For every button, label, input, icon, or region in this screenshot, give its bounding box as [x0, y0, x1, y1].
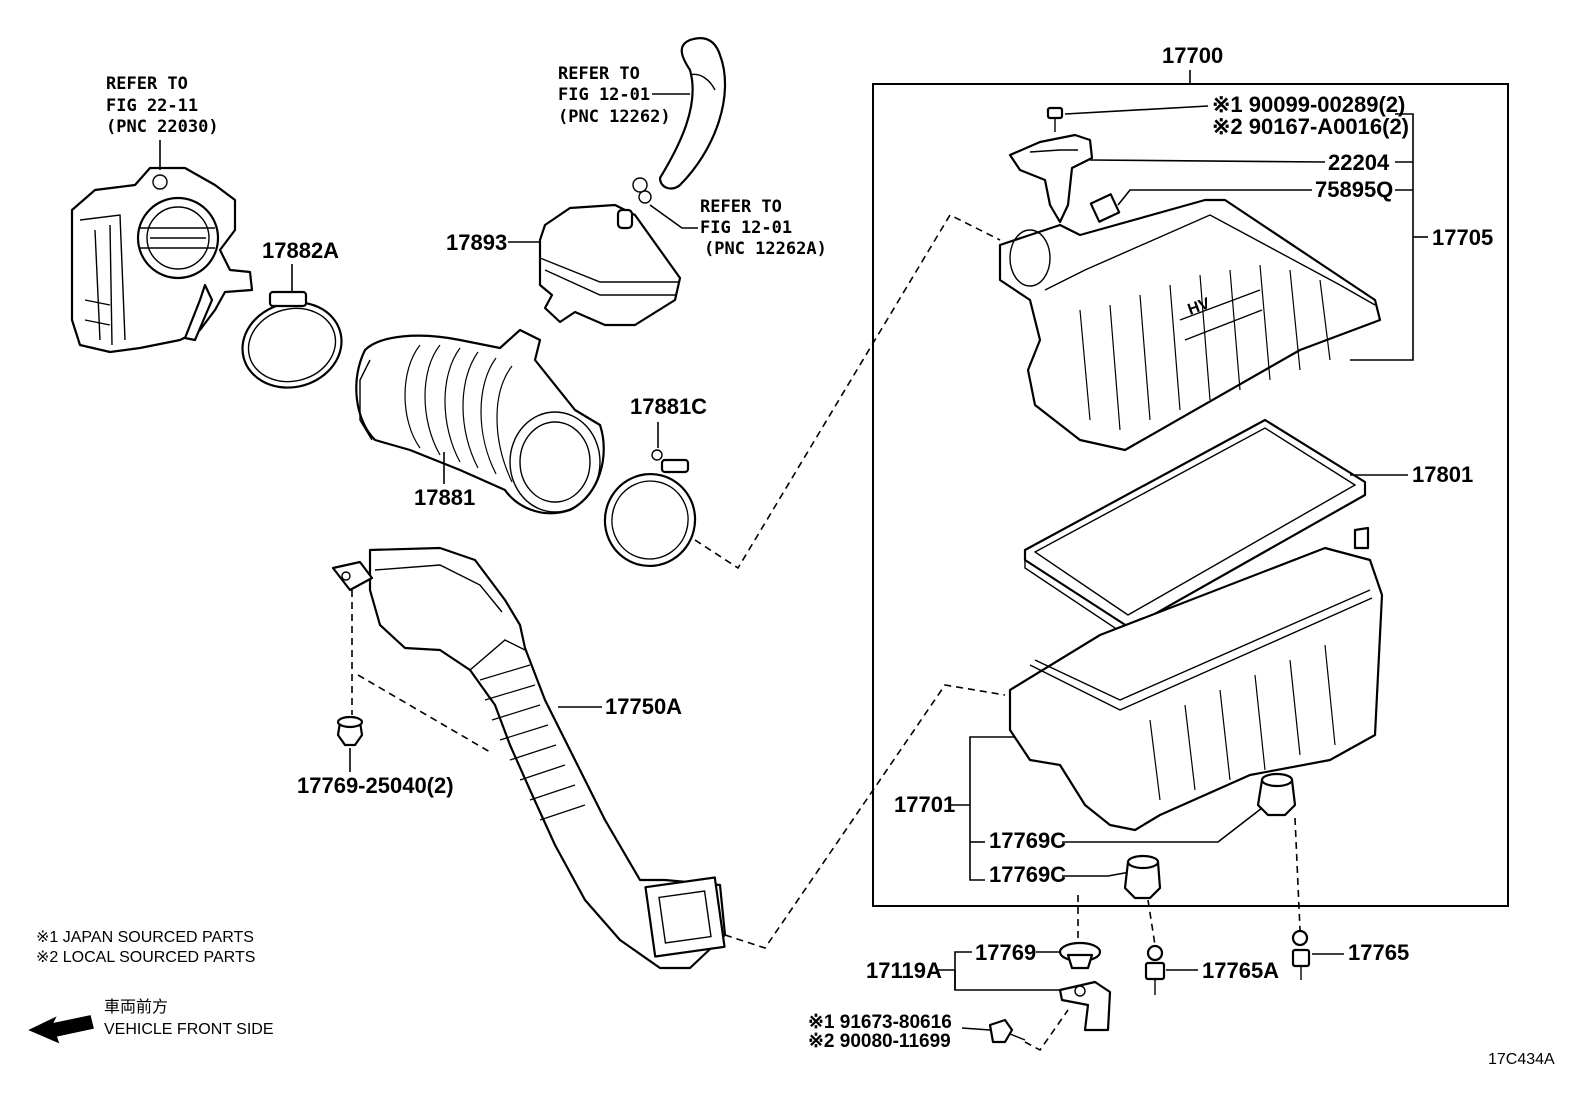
upper-cover-17705-illustration: HV: [998, 198, 1382, 452]
part-90080-label: ※2 90080-11699: [808, 1031, 951, 1052]
resonator-17893-illustration: [538, 203, 682, 327]
hv-marking-upper: HV: [1186, 295, 1213, 319]
cap-17769-illustration: [1058, 941, 1102, 970]
part-17765-label: 17765: [1348, 940, 1409, 965]
part-90099-leader: [1064, 105, 1209, 115]
hose-ref-a-line1: REFER TO: [558, 64, 640, 84]
part-17765A-label: 17765A: [1202, 958, 1279, 983]
bolt-91673-illustration: [988, 1018, 1026, 1044]
pin-17765-illustration: [1291, 929, 1311, 980]
air-duct-17750A-illustration: [331, 546, 727, 970]
part-17769C-b-leader: [1062, 871, 1131, 877]
part-17881-label: 17881: [414, 485, 475, 510]
part-17801-label: 17801: [1412, 462, 1473, 487]
connection-dash-lower: [724, 684, 1006, 949]
lower-case-17701-illustration: [1008, 526, 1384, 832]
pin-17765A-illustration: [1144, 944, 1166, 995]
legend-local-sourced: ※2 LOCAL SOURCED PARTS: [36, 949, 255, 966]
part-17769C-a-leader: [1062, 807, 1263, 843]
hose-ref-b-line1: REFER TO: [700, 197, 782, 217]
clip-17769-25040-illustration: [336, 715, 364, 747]
part-90167-label: ※2 90167-A0016(2): [1212, 114, 1409, 139]
part-17700-label: 17700: [1162, 43, 1223, 68]
part-17119A-label: 17119A: [866, 958, 942, 983]
clamp-17882A-illustration: [241, 290, 343, 389]
bracket-17119A-illustration: [1058, 980, 1112, 1032]
vehicle-front-arrow-icon: [28, 1015, 94, 1044]
throttle-ref-line1: REFER TO: [106, 74, 188, 94]
part-75895Q-leader: [1117, 189, 1312, 206]
hose-ref-b-line3: (PNC 12262A): [704, 239, 827, 259]
pin-17765-dash: [1294, 817, 1301, 931]
intake-hose-17881-illustration: [355, 328, 605, 515]
part-90099-label: ※1 90099-00289(2): [1212, 92, 1405, 117]
part-17882A-label: 17882A: [262, 238, 339, 263]
part-17769C-b-label: 17769C: [989, 862, 1066, 887]
part-17119A-bracket-lower: [954, 970, 1062, 991]
pin-17765A-dash: [1147, 899, 1156, 946]
hose-ref-a-line3: (PNC 12262): [558, 107, 671, 127]
clip-dash-diagonal: [357, 674, 491, 753]
part-22204-leader: [1089, 159, 1326, 163]
screw-sensor-illustration: [1008, 106, 1121, 224]
hose-ref-b-leader: [649, 204, 698, 229]
part-17705-label: 17705: [1432, 225, 1493, 250]
part-22204-label: 22204: [1328, 150, 1390, 175]
bolt-dash: [1024, 1009, 1069, 1052]
direction-label-en: VEHICLE FRONT SIDE: [104, 1021, 274, 1038]
hose-ref-b-line2: FIG 12-01: [700, 218, 792, 238]
hose-ref-a-line2: FIG 12-01: [558, 85, 650, 105]
part-17893-label: 17893: [446, 230, 507, 255]
part-17701-label: 17701: [894, 792, 955, 817]
clamp-17881C-illustration: [603, 449, 697, 568]
part-17119A-bracket-upper: [954, 951, 972, 990]
grommet-a-illustration: [1256, 772, 1297, 817]
part-17750A-label: 17750A: [605, 694, 682, 719]
hose-illustration: [632, 37, 727, 204]
part-75895Q-label: 75895Q: [1315, 177, 1393, 202]
part-17769-25040-label: 17769-25040(2): [297, 773, 454, 798]
part-17769-label: 17769: [975, 940, 1036, 965]
part-17769C-a-label: 17769C: [989, 828, 1066, 853]
part-91673-leader: [961, 1027, 991, 1031]
direction-label-jp: 車両前方: [104, 998, 168, 1016]
grommet-b-illustration: [1123, 854, 1162, 900]
connection-dash-upper: [694, 213, 1001, 570]
throttle-body-illustration: [70, 166, 254, 354]
diagram-id: 17C434A: [1488, 1051, 1555, 1068]
throttle-ref-line3: (PNC 22030): [106, 117, 219, 137]
part-17701-bracket: [969, 736, 1015, 881]
part-17881C-label: 17881C: [630, 394, 707, 419]
throttle-ref-line2: FIG 22-11: [106, 96, 198, 116]
legend-japan-sourced: ※1 JAPAN SOURCED PARTS: [36, 929, 254, 946]
part-91673-label: ※1 91673-80616: [808, 1012, 952, 1033]
